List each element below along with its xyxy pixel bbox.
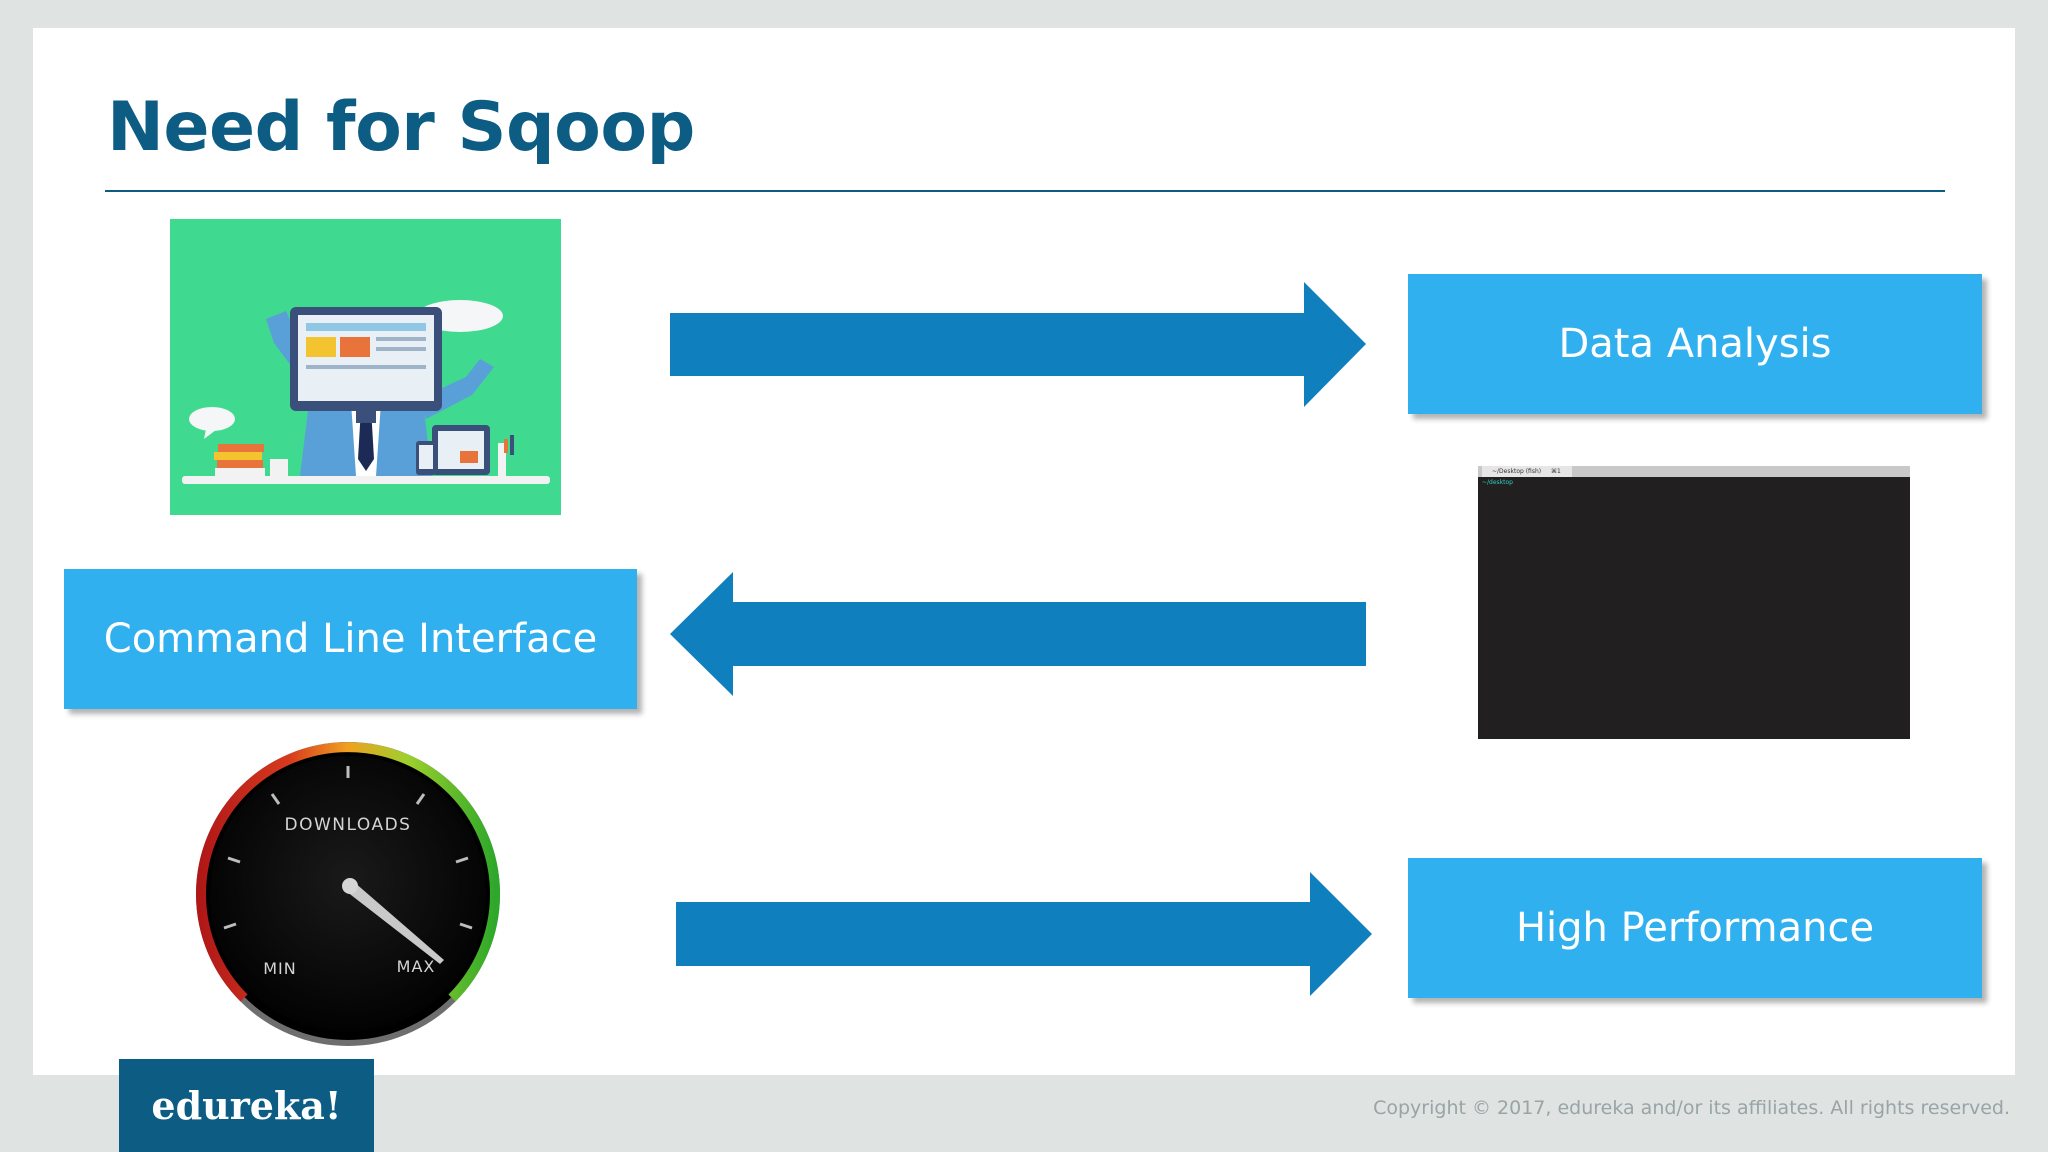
terminal-prompt: ~/desktop [1482, 479, 1513, 486]
title-divider [105, 190, 1945, 192]
logo-text: edureka! [151, 1083, 342, 1128]
terminal-window: ~/Desktop (fish) ⌘1 ~/desktop [1478, 466, 1910, 739]
terminal-tab-label: ~/Desktop (fish) [1492, 468, 1542, 475]
downloads-gauge: DOWNLOADS MIN MAX [196, 742, 500, 1046]
right-arrow-icon [676, 872, 1372, 996]
business-person-illustration [170, 219, 561, 515]
terminal-tab-bar: ~/Desktop (fish) ⌘1 [1478, 466, 1910, 477]
gauge-label: DOWNLOADS [285, 815, 412, 835]
high-performance-box: High Performance [1408, 858, 1982, 998]
data-analysis-box: Data Analysis [1408, 274, 1982, 414]
right-arrow-icon [670, 282, 1366, 407]
terminal-tab: ~/Desktop (fish) ⌘1 [1482, 466, 1572, 477]
terminal-tab-shortcut: ⌘1 [1551, 468, 1561, 475]
gauge-max-label: MAX [397, 957, 436, 976]
command-line-interface-box: Command Line Interface [64, 569, 637, 709]
edureka-logo: edureka! [119, 1059, 374, 1152]
slide-title: Need for Sqoop [107, 88, 695, 167]
copyright-text: Copyright © 2017, edureka and/or its aff… [1373, 1097, 2010, 1119]
left-arrow-icon [670, 572, 1366, 696]
gauge-min-label: MIN [263, 959, 297, 978]
